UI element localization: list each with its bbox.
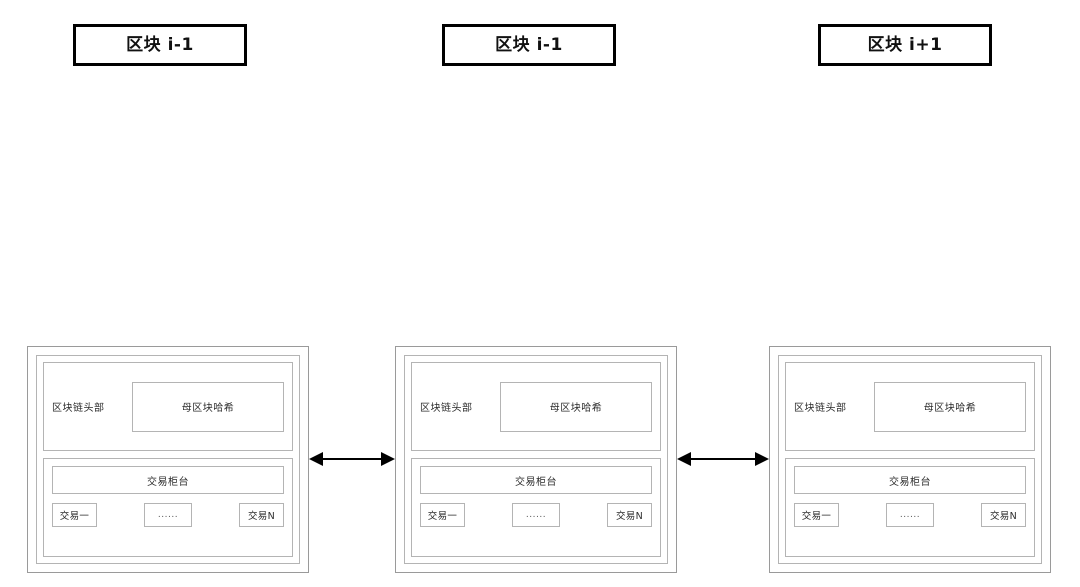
block-inner-frame: 区块链头部 母区块哈希 交易柜台 交易一 ...... 交易N <box>36 355 300 564</box>
transaction-box-ellipsis: ...... <box>886 503 934 527</box>
block-inner-frame: 区块链头部 母区块哈希 交易柜台 交易一 ...... 交易N <box>778 355 1042 564</box>
block-inner-frame: 区块链头部 母区块哈希 交易柜台 交易一 ...... 交易N <box>404 355 668 564</box>
transaction-label: 交易一 <box>801 511 832 522</box>
parent-block-hash-box: 母区块哈希 <box>132 381 284 432</box>
transaction-counter-box: 交易柜台 <box>52 466 284 494</box>
block-header-section: 区块链头部 母区块哈希 <box>785 362 1035 451</box>
transaction-box-first: 交易一 <box>794 503 839 527</box>
parent-block-hash-label: 母区块哈希 <box>923 403 977 414</box>
transaction-row: 交易一 ...... 交易N <box>420 503 652 527</box>
block-title-label: 区块 i-1 <box>126 34 194 55</box>
transaction-ellipsis-label: ...... <box>899 510 921 520</box>
transaction-counter-box: 交易柜台 <box>794 466 1026 494</box>
block-header-label: 区块链头部 <box>52 403 105 414</box>
block-body-section: 交易柜台 交易一 ...... 交易N <box>43 458 293 557</box>
transaction-counter-label: 交易柜台 <box>889 476 931 488</box>
block-title-label: 区块 i-1 <box>495 34 563 55</box>
transaction-counter-label: 交易柜台 <box>147 476 189 488</box>
block-title-box-3: 区块 i+1 <box>818 24 992 66</box>
parent-block-hash-box: 母区块哈希 <box>500 381 652 432</box>
block-header-label: 区块链头部 <box>794 403 847 414</box>
transaction-box-first: 交易一 <box>420 503 465 527</box>
transaction-label: 交易一 <box>427 511 458 522</box>
transaction-row: 交易一 ...... 交易N <box>52 503 284 527</box>
block-container-1: 区块链头部 母区块哈希 交易柜台 交易一 ...... 交易N <box>27 346 309 573</box>
transaction-label: 交易N <box>247 511 275 522</box>
transaction-label: 交易N <box>615 511 643 522</box>
block-body-section: 交易柜台 交易一 ...... 交易N <box>785 458 1035 557</box>
transaction-box-ellipsis: ...... <box>144 503 192 527</box>
parent-block-hash-box: 母区块哈希 <box>874 381 1026 432</box>
transaction-label: 交易N <box>989 511 1017 522</box>
block-body-section: 交易柜台 交易一 ...... 交易N <box>411 458 661 557</box>
transaction-row: 交易一 ...... 交易N <box>794 503 1026 527</box>
transaction-counter-box: 交易柜台 <box>420 466 652 494</box>
block-header-section: 区块链头部 母区块哈希 <box>411 362 661 451</box>
block-title-box-1: 区块 i-1 <box>73 24 247 66</box>
block-container-3: 区块链头部 母区块哈希 交易柜台 交易一 ...... 交易N <box>769 346 1051 573</box>
block-container-2: 区块链头部 母区块哈希 交易柜台 交易一 ...... 交易N <box>395 346 677 573</box>
transaction-box-last: 交易N <box>607 503 652 527</box>
transaction-box-ellipsis: ...... <box>512 503 560 527</box>
transaction-ellipsis-label: ...... <box>157 510 179 520</box>
parent-block-hash-label: 母区块哈希 <box>549 403 603 414</box>
block-title-label: 区块 i+1 <box>867 34 943 55</box>
block-header-section: 区块链头部 母区块哈希 <box>43 362 293 451</box>
double-arrow-horizontal-icon <box>309 452 395 466</box>
transaction-ellipsis-label: ...... <box>525 510 547 520</box>
transaction-box-last: 交易N <box>239 503 284 527</box>
double-arrow-horizontal-icon <box>677 452 769 466</box>
parent-block-hash-label: 母区块哈希 <box>181 403 235 414</box>
transaction-box-first: 交易一 <box>52 503 97 527</box>
block-header-label: 区块链头部 <box>420 403 473 414</box>
transaction-counter-label: 交易柜台 <box>515 476 557 488</box>
transaction-box-last: 交易N <box>981 503 1026 527</box>
block-title-box-2: 区块 i-1 <box>442 24 616 66</box>
transaction-label: 交易一 <box>59 511 90 522</box>
